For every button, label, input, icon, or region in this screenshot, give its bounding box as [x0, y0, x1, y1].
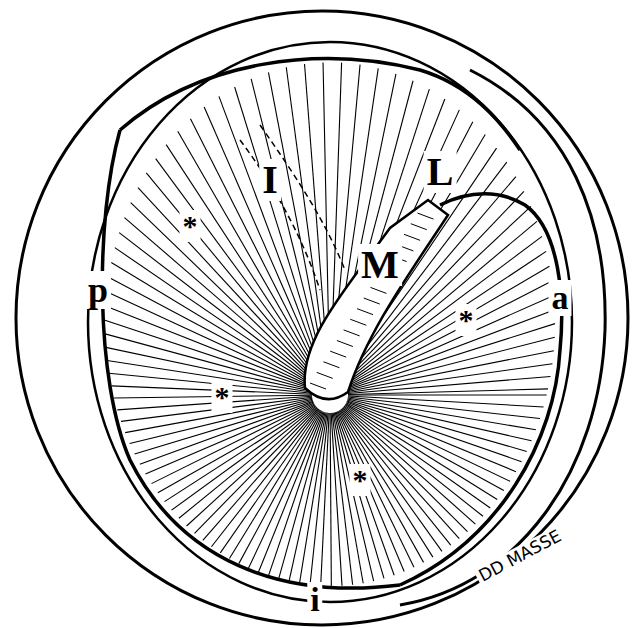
striation-line — [251, 79, 325, 378]
striation-line — [279, 412, 326, 579]
canal-wall — [400, 70, 605, 605]
striation-line — [341, 409, 450, 545]
hatch-line — [330, 351, 346, 357]
striation-line — [105, 306, 313, 388]
outer-ring — [16, 11, 628, 625]
striation-line — [124, 218, 316, 384]
striation-line — [348, 389, 548, 395]
striation-line — [156, 159, 320, 381]
hatch-line — [404, 234, 420, 240]
striation-line — [336, 412, 394, 575]
striation-line — [151, 403, 313, 484]
annulus — [88, 42, 572, 602]
hatch-line — [310, 383, 326, 389]
striation-line — [338, 411, 414, 567]
hatch-line — [418, 213, 434, 219]
striation-line — [348, 364, 553, 393]
malleus-hatching — [310, 213, 434, 389]
incus-shadow — [240, 125, 345, 290]
striation-line — [179, 406, 316, 518]
hatch-line — [344, 330, 360, 336]
part-letter: I — [259, 159, 281, 201]
striation-line — [165, 405, 315, 502]
striation-line — [331, 413, 342, 586]
striation-line — [348, 397, 540, 419]
asterisk-mark: * — [180, 210, 201, 242]
striation-line — [138, 188, 318, 382]
part-letter: M — [358, 244, 402, 286]
striation-line — [348, 394, 547, 395]
hatch-line — [337, 341, 353, 347]
membrane-edge — [120, 59, 520, 150]
asterisk-mark: * — [456, 304, 477, 336]
hatch-line — [350, 319, 366, 325]
striations — [105, 62, 555, 586]
striation-line — [348, 376, 551, 393]
part-letter: L — [424, 151, 457, 193]
hatch-line — [364, 298, 380, 304]
hatch-line — [323, 362, 339, 368]
striation-line — [340, 410, 433, 557]
striation-line — [289, 413, 326, 582]
striation-line — [346, 403, 510, 481]
striation-line — [330, 413, 331, 586]
striation-line — [340, 410, 441, 552]
hatch-line — [317, 372, 333, 378]
part-letter: a — [549, 280, 572, 316]
malleus-handle — [305, 200, 448, 399]
striation-line — [204, 107, 323, 378]
striation-line — [219, 96, 324, 378]
hatch-line — [357, 309, 373, 315]
striation-line — [146, 173, 318, 381]
striation-line — [347, 337, 554, 390]
hatch-line — [411, 224, 427, 230]
striation-line — [107, 292, 314, 388]
hatch-line — [370, 287, 386, 293]
asterisk-mark: * — [350, 464, 371, 496]
asterisk-mark: * — [212, 381, 233, 413]
striation-line — [332, 413, 352, 585]
part-letter: p — [85, 271, 111, 309]
striation-line — [333, 413, 363, 583]
part-letter: i — [307, 582, 322, 618]
